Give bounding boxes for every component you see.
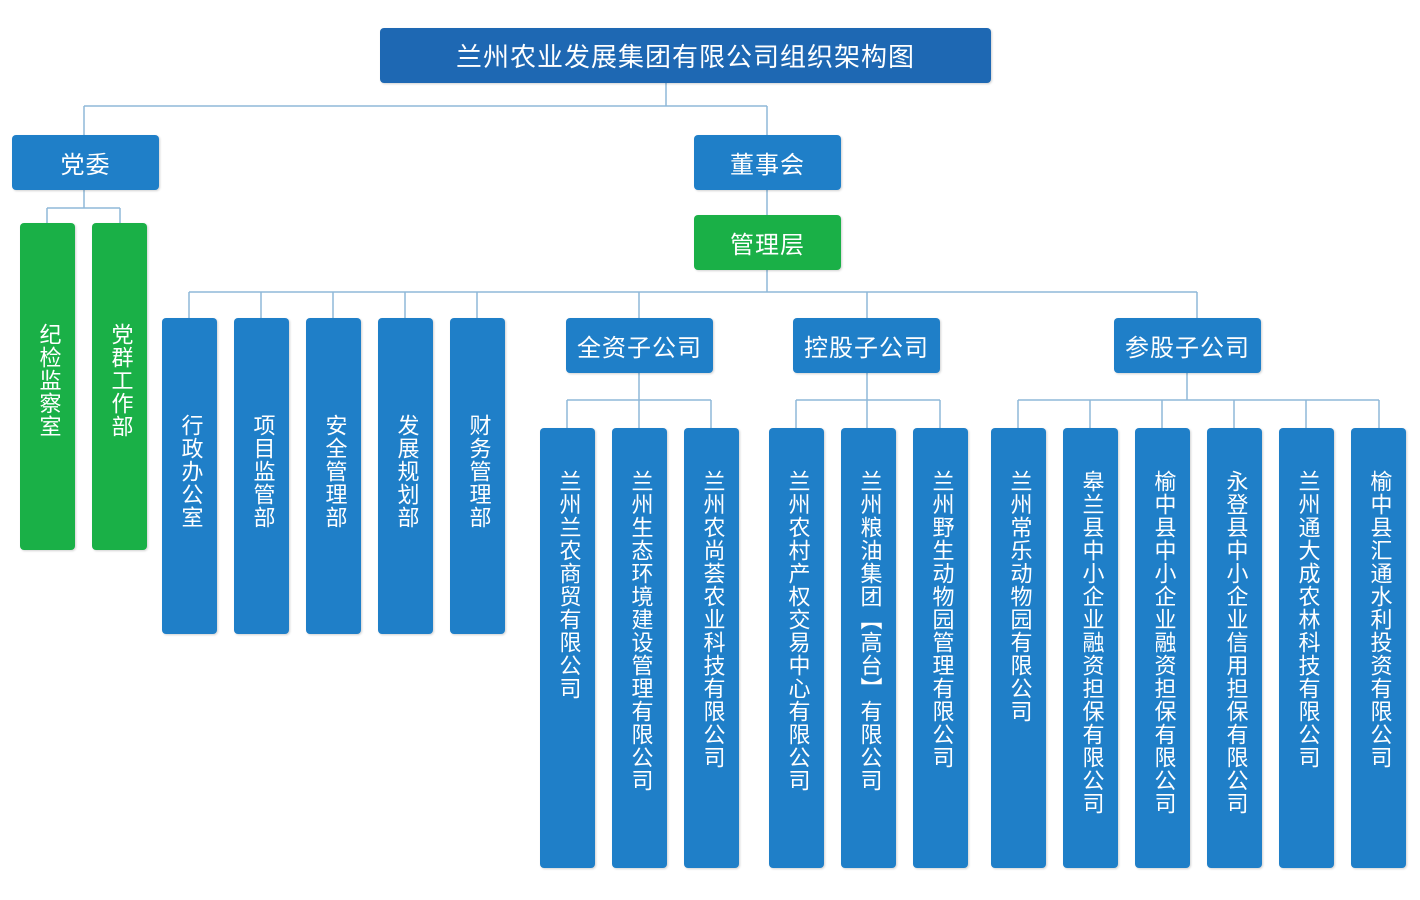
management-node: 管理层 [694,215,841,270]
department-node: 项目监管部 [234,318,289,634]
holding-node: 控股子公司 [793,318,940,373]
department-node: 安全管理部 [306,318,361,634]
department-node: 行政办公室 [162,318,217,634]
company-node: 兰州野生动物园管理有限公司 [913,428,968,868]
party-committee-node: 党委 [12,135,159,190]
company-node: 兰州兰农商贸有限公司 [540,428,595,868]
company-node: 兰州生态环境建设管理有限公司 [612,428,667,868]
department-node: 发展规划部 [378,318,433,634]
company-node: 皋兰县中小企业融资担保有限公司 [1063,428,1118,868]
company-node: 兰州粮油集团【高台】有限公司 [841,428,896,868]
company-node: 永登县中小企业信用担保有限公司 [1207,428,1262,868]
company-node: 兰州常乐动物园有限公司 [991,428,1046,868]
company-node: 兰州农村产权交易中心有限公司 [769,428,824,868]
company-node: 兰州通大成农林科技有限公司 [1279,428,1334,868]
company-node: 榆中县汇通水利投资有限公司 [1351,428,1406,868]
discipline-inspection-node: 纪检监察室 [20,223,75,550]
department-node: 财务管理部 [450,318,505,634]
board-node: 董事会 [694,135,841,190]
participating-node: 参股子公司 [1114,318,1261,373]
company-node: 榆中县中小企业融资担保有限公司 [1135,428,1190,868]
company-node: 兰州农尚荟农业科技有限公司 [684,428,739,868]
party-affairs-node: 党群工作部 [92,223,147,550]
wholly-owned-node: 全资子公司 [566,318,713,373]
chart-title: 兰州农业发展集团有限公司组织架构图 [380,28,991,83]
